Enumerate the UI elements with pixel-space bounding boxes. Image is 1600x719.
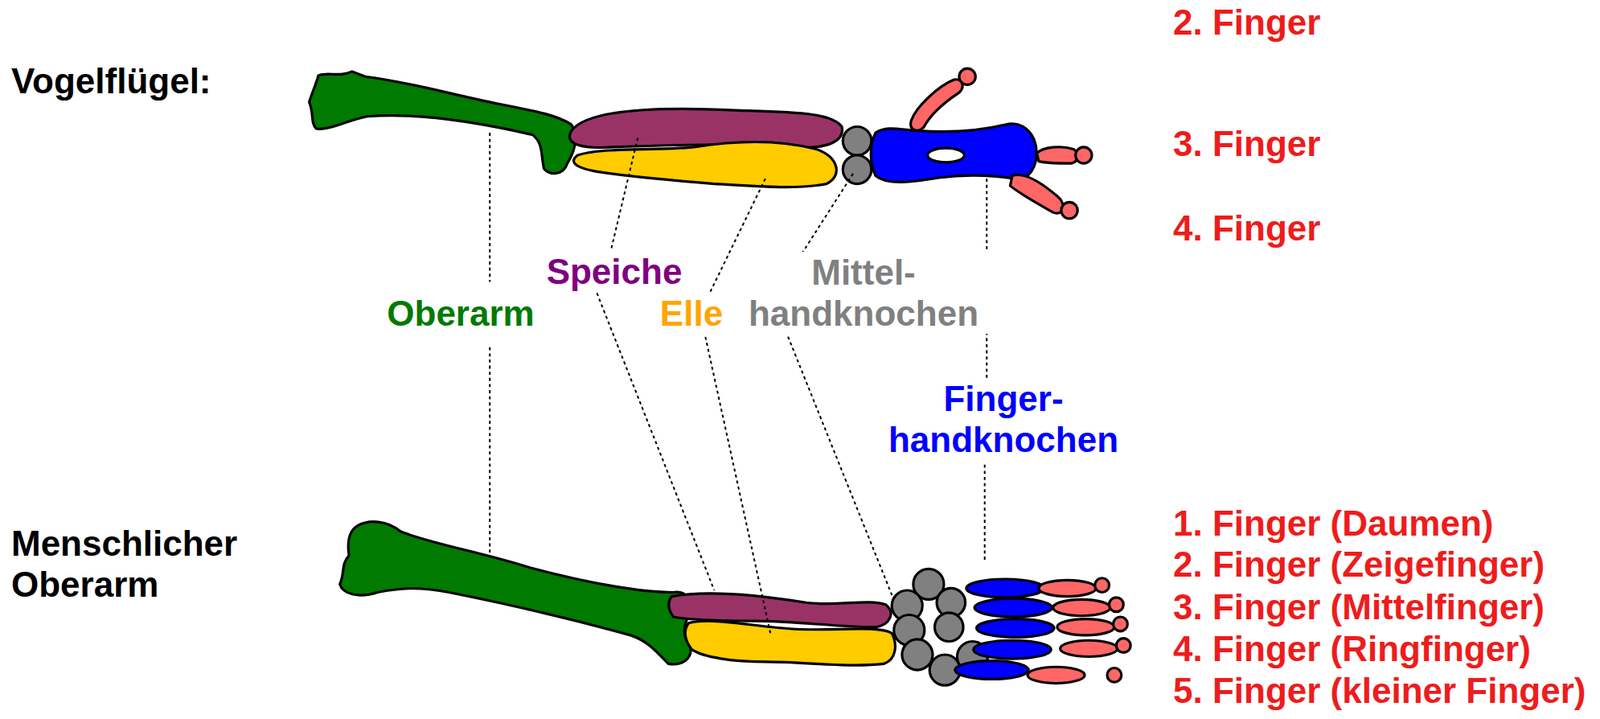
human-humerus: [340, 521, 692, 665]
bird-finger-bone: [910, 79, 964, 131]
figure-title: Vogelflügel:: [8, 60, 215, 102]
bone-name: Elle: [656, 292, 727, 334]
finger-label: 3. Finger: [1169, 123, 1324, 165]
finger-label: 3. Finger (Mittelfinger): [1169, 586, 1548, 628]
finger-label: 2. Finger: [1169, 1, 1324, 43]
bone-name: Speiche: [543, 250, 686, 292]
finger-label: 1. Finger (Daumen): [1169, 502, 1498, 544]
bird-finger-bone: [1036, 147, 1078, 164]
finger-label: 4. Finger (Ringfinger): [1169, 627, 1535, 669]
bone-opening: [927, 147, 965, 163]
human-ulna: [685, 620, 895, 665]
bird-finger-bone: [1009, 174, 1063, 214]
bird-finger-tip: [1061, 201, 1078, 218]
figure-title: Menschlicher Oberarm: [8, 522, 272, 605]
bird-radius: [569, 108, 842, 148]
finger-label: 2. Finger (Zeigefinger): [1169, 543, 1548, 585]
bird-ulna: [574, 142, 837, 188]
human-metacarpals: [955, 578, 1055, 679]
bird-finger-tip: [959, 68, 976, 85]
bone-name: Finger- handknochen: [875, 377, 1132, 460]
finger-label: 5. Finger (kleiner Finger): [1169, 669, 1589, 711]
finger-label: 4. Finger: [1169, 207, 1324, 249]
bird-carpal: [842, 126, 872, 156]
bone-name: Oberarm: [383, 292, 538, 334]
human-phalanges: [1027, 578, 1131, 684]
bird-carpometacarpus: [870, 123, 1037, 183]
bird-humerus: [309, 71, 576, 174]
bird-finger-tip: [1075, 147, 1092, 164]
bone-name: Mittel- handknochen: [735, 251, 992, 334]
bird-carpal: [842, 155, 872, 185]
